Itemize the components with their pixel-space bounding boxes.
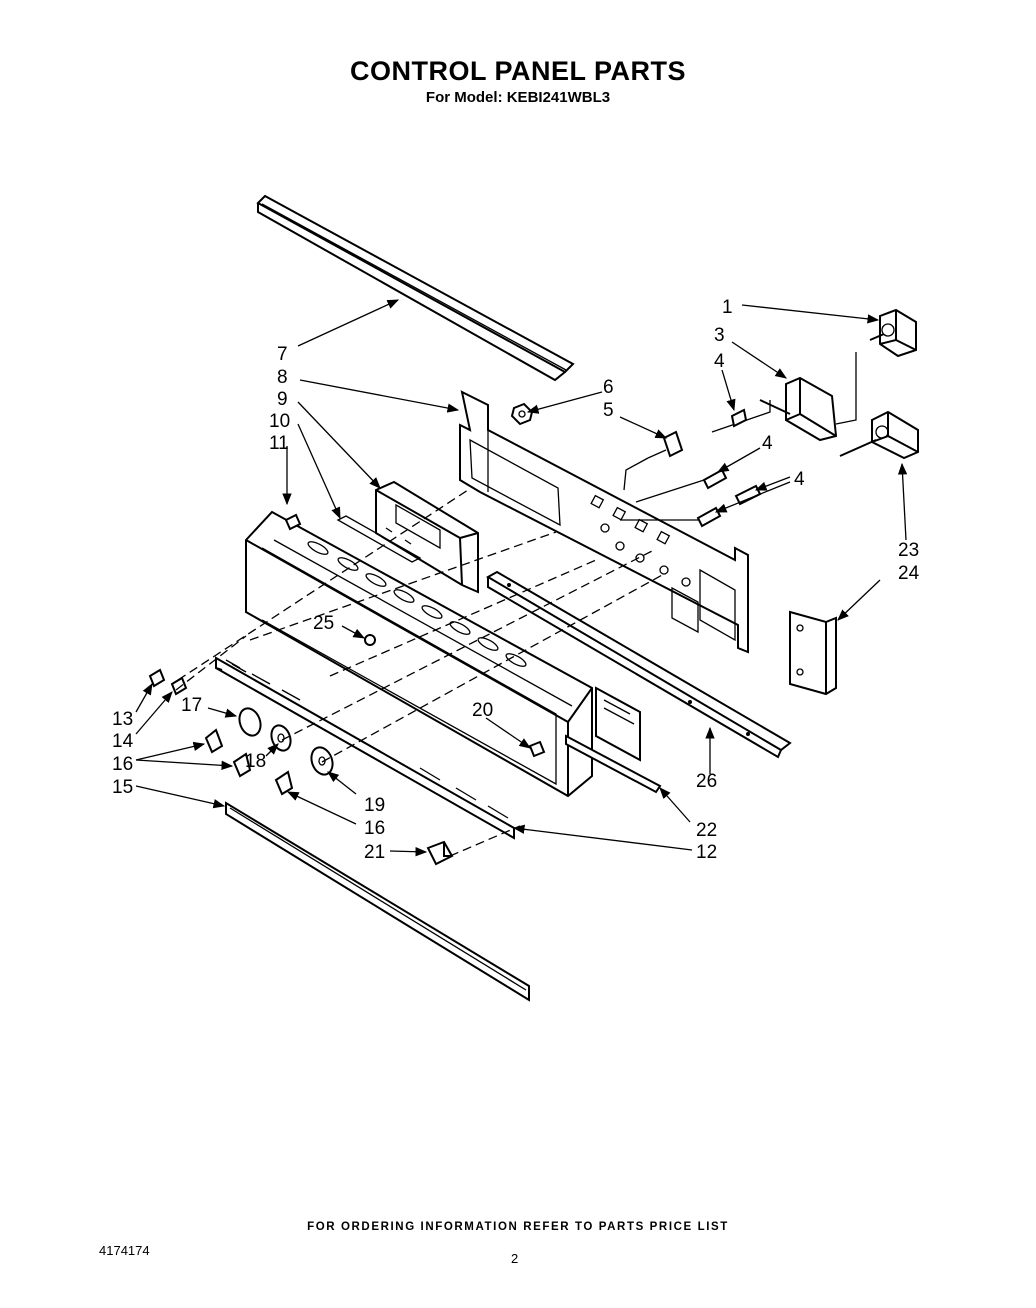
callout-8: 8: [277, 367, 288, 388]
callout-26: 26: [696, 771, 717, 792]
right-switch: [839, 410, 919, 460]
selector-switch: [835, 308, 917, 425]
spacers: [620, 408, 762, 528]
indicator-light: [623, 430, 684, 491]
callout-17: 17: [181, 695, 202, 716]
callout-9: 9: [277, 389, 288, 410]
callout-25: 25: [313, 613, 334, 634]
callout-21: 21: [364, 842, 385, 863]
callout-16-left: 16: [112, 754, 133, 775]
display-window: [336, 515, 422, 563]
callout-11: 11: [269, 433, 289, 454]
bottom-trim-strip: [225, 801, 530, 1002]
document-number: 4174174: [99, 1243, 150, 1258]
callout-5: 5: [603, 400, 614, 421]
ordering-note: FOR ORDERING INFORMATION REFER TO PARTS …: [307, 1221, 729, 1233]
mounting-rail: [485, 570, 792, 759]
callout-4-lower: 4: [794, 469, 805, 490]
latch-clip: [426, 840, 454, 866]
callout-18: 18: [245, 751, 266, 772]
glass-panel: [595, 686, 641, 762]
callout-15: 15: [112, 777, 133, 798]
callout-labels: 1 3 4 4 4 5 6 7 8 9 10 11 12 13 14 15 16…: [112, 297, 920, 863]
clip: [528, 740, 546, 758]
model-subtitle: For Model: KEBI241WBL3: [425, 89, 611, 106]
page-title: CONTROL PANEL PARTS: [349, 56, 687, 86]
alignment-lines: [175, 489, 665, 857]
control-bracket: [459, 390, 749, 654]
infinite-switch: [711, 376, 838, 442]
page-number: 2: [511, 1251, 519, 1266]
side-bracket: [789, 610, 837, 696]
callout-3: 3: [714, 325, 725, 346]
lower-trim: [565, 734, 662, 794]
callout-13: 13: [112, 709, 133, 730]
leader-lines: [135, 299, 908, 857]
callout-24: 24: [898, 563, 920, 584]
callout-22: 22: [696, 820, 717, 841]
callout-23: 23: [898, 540, 919, 561]
callout-16-right: 16: [364, 818, 385, 839]
callout-6: 6: [603, 377, 614, 398]
hex-nut: [510, 402, 534, 426]
callout-7: 7: [277, 344, 288, 365]
callout-19: 19: [364, 795, 385, 816]
screws: [148, 668, 188, 696]
control-panel-housing: [245, 510, 593, 798]
callout-1: 1: [722, 297, 733, 318]
callout-10: 10: [269, 411, 290, 432]
callout-4-middle: 4: [762, 433, 773, 454]
control-module: [375, 480, 479, 594]
knobs-and-dials: [204, 707, 334, 796]
vent-grille: [215, 656, 515, 840]
top-trim-strip: [256, 194, 575, 382]
callout-4-top: 4: [714, 351, 725, 372]
callout-14: 14: [112, 731, 134, 752]
plug-button: [364, 634, 376, 646]
callout-20: 20: [472, 700, 493, 721]
callout-12: 12: [696, 842, 717, 863]
